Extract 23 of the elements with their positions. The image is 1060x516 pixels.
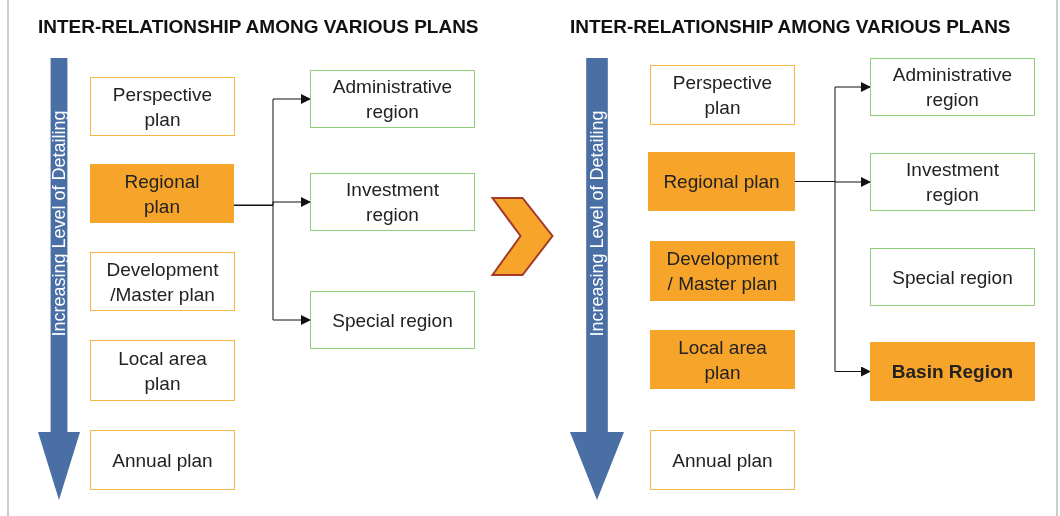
panel-title: INTER-RELATIONSHIP AMONG VARIOUS PLANS [38, 16, 479, 38]
region-box: Special region [870, 248, 1035, 306]
plan-box: Local area plan [90, 340, 235, 401]
region-box: Investment region [870, 153, 1035, 211]
arrow-label: Increasing Level of Detailing [48, 109, 70, 337]
plan-box: Perspective plan [650, 65, 795, 125]
region-box: Administrative region [310, 70, 475, 128]
region-box: Administrative region [870, 58, 1035, 116]
chevron-arrow [490, 197, 554, 276]
plan-box: Perspective plan [90, 77, 235, 136]
plan-box: Development /Master plan [90, 252, 235, 311]
plan-box: Annual plan [90, 430, 235, 490]
arrow-label: Increasing Level of Detailing [586, 109, 608, 337]
region-box: Investment region [310, 173, 475, 231]
plan-box: Development / Master plan [650, 241, 795, 301]
panel-title: INTER-RELATIONSHIP AMONG VARIOUS PLANS [570, 16, 1011, 38]
connector-arrow [233, 204, 311, 325]
plan-box: Regional plan [90, 164, 234, 223]
plan-box: Local area plan [650, 330, 795, 389]
region-box: Special region [310, 291, 475, 349]
region-box: Basin Region [870, 342, 1035, 401]
plan-box: Regional plan [648, 152, 795, 211]
plan-box: Annual plan [650, 430, 795, 490]
